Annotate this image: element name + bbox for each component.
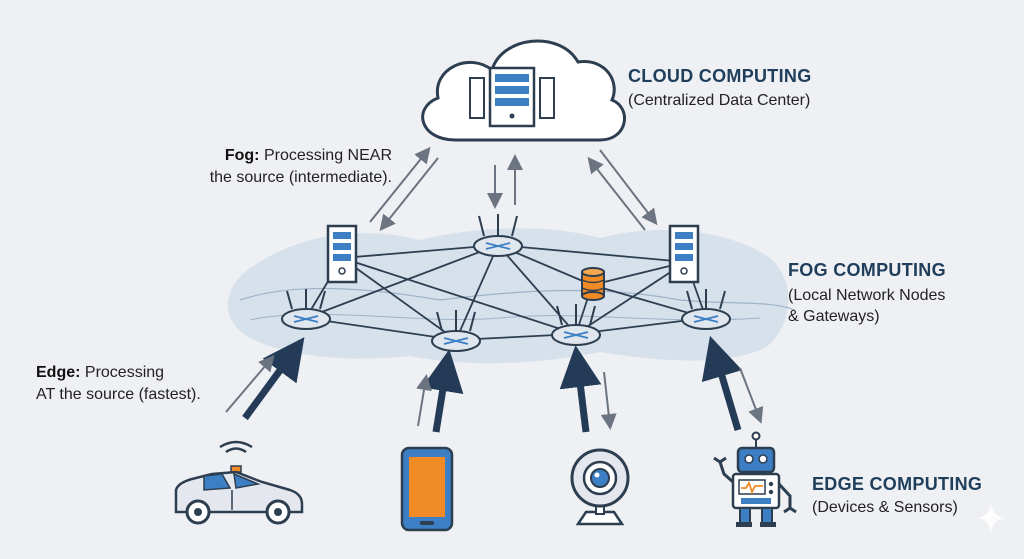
edge-note-line1: Edge: Processing xyxy=(36,362,164,383)
router-icon xyxy=(473,214,523,257)
cloud-tier-title: CLOUD COMPUTING xyxy=(628,66,812,86)
cloud-server-icon xyxy=(469,66,555,128)
fog-tier-subtitle-line2: & Gateways) xyxy=(788,308,880,325)
fog-server-right-icon xyxy=(668,224,700,284)
router-icon xyxy=(681,289,731,330)
edge-tier-subtitle: (Devices & Sensors) xyxy=(812,499,958,516)
robot-icon xyxy=(713,431,797,527)
edge-fog-arrows xyxy=(225,335,764,433)
cloud-tier-subtitle: (Centralized Data Center) xyxy=(628,92,811,109)
fog-note-bold: Fog: xyxy=(224,147,260,164)
router-icon xyxy=(281,289,331,330)
database-icon xyxy=(581,267,605,301)
fog-tier-subtitle-line1: (Local Network Nodes xyxy=(788,287,946,304)
fog-tier-title: FOG COMPUTING xyxy=(788,260,946,280)
fog-note-line2: the source (intermediate). xyxy=(209,169,392,186)
fog-layer xyxy=(227,228,796,364)
fog-note-rest: Processing NEAR xyxy=(259,147,392,164)
edge-tier-title: EDGE COMPUTING xyxy=(812,474,983,494)
webcam-icon xyxy=(570,448,630,526)
fog-note-line1: Fog: Processing NEAR xyxy=(225,145,392,166)
car-icon xyxy=(174,440,304,525)
edge-note-line2: AT the source (fastest). xyxy=(36,386,201,403)
cloud-fog-arrows xyxy=(369,146,658,232)
edge-note-bold: Edge: xyxy=(36,364,81,381)
sparkle-icon xyxy=(978,504,1004,532)
router-icon xyxy=(551,304,601,346)
edge-note-rest: Processing xyxy=(80,364,165,381)
fog-server-left-icon xyxy=(326,224,358,284)
smartphone-icon xyxy=(400,446,454,532)
